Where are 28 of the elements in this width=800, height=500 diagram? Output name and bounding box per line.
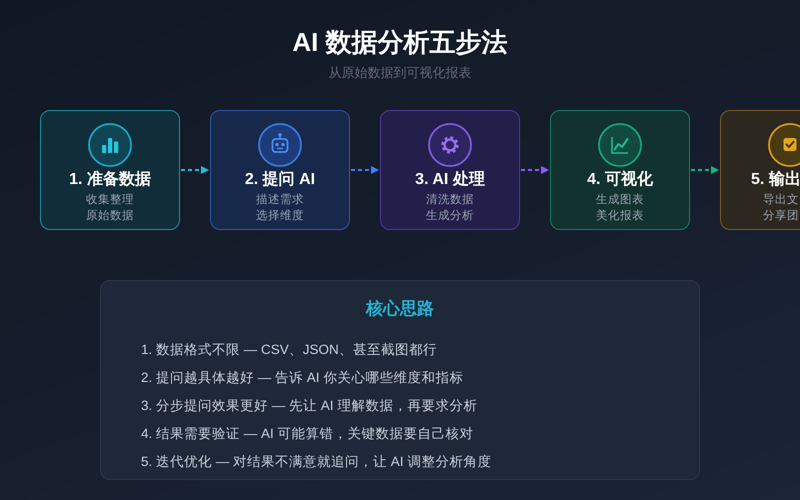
step-title: 5. 输出 (751, 170, 800, 190)
step-description: 清洗数据生成分析 (425, 192, 475, 224)
list-item: 1. 数据格式不限 — CSV、JSON、甚至截图都行 (141, 341, 437, 359)
title: AI 数据分析五步法 (292, 26, 508, 58)
step-card (380, 110, 520, 230)
step-card (210, 110, 350, 230)
step-title: 3. AI 处理 (415, 170, 485, 190)
dashed-arrow (181, 166, 209, 174)
dashed-arrow (691, 166, 719, 174)
list-item: 3. 分步提问效果更好 — 先让 AI 理解数据，再要求分析 (141, 397, 478, 415)
step-description: 生成图表美化报表 (595, 192, 645, 224)
step-card (40, 110, 180, 230)
dashed-arrow (351, 166, 379, 174)
step-title: 1. 准备数据 (69, 170, 151, 190)
dashed-arrow (521, 166, 549, 174)
step-description: 收集整理原始数据 (85, 192, 135, 224)
step-description: 导出文分享团 (763, 192, 800, 224)
list-item: 4. 结果需要验证 — AI 可能算错，关键数据要自己核对 (141, 425, 474, 443)
list-item: 2. 提问越具体越好 — 告诉 AI 你关心哪些维度和指标 (141, 369, 464, 387)
list-item: 5. 迭代优化 — 对结果不满意就追问，让 AI 调整分析角度 (141, 453, 492, 471)
info-panel (100, 280, 700, 480)
step-title: 2. 提问 AI (244, 170, 316, 190)
step-description: 描述需求选择维度 (255, 192, 305, 224)
panel-heading: 核心思路 (366, 298, 434, 320)
step-title: 4. 可视化 (587, 170, 653, 190)
subtitle: 从原始数据到可视化报表 (328, 64, 472, 82)
step-card (720, 110, 800, 230)
step-card (550, 110, 690, 230)
